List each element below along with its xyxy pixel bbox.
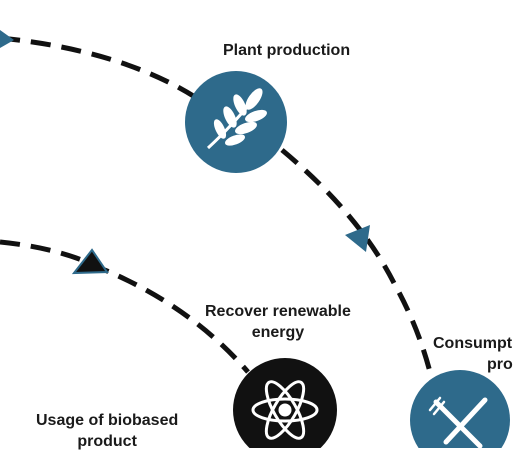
recover-energy-label: Recover renewable energy	[205, 303, 351, 341]
consumption-node	[410, 370, 510, 448]
fork-knife-icon	[428, 396, 488, 448]
arrow-inner-up	[71, 248, 109, 275]
arrow-left-top	[0, 30, 14, 48]
outer-cycle-arc-lower	[280, 148, 435, 381]
consumption-label: Consumpt pro	[433, 335, 513, 373]
usage-biobased-label: Usage of biobased product	[36, 412, 179, 450]
arrow-outer-down	[345, 225, 370, 252]
outer-cycle-arc	[0, 35, 197, 100]
recover-energy-node	[233, 358, 337, 448]
plant-production-node	[185, 71, 287, 173]
plant-production-label: Plant production	[223, 42, 351, 59]
atom-icon	[251, 380, 319, 440]
wheat-icon	[206, 88, 267, 150]
